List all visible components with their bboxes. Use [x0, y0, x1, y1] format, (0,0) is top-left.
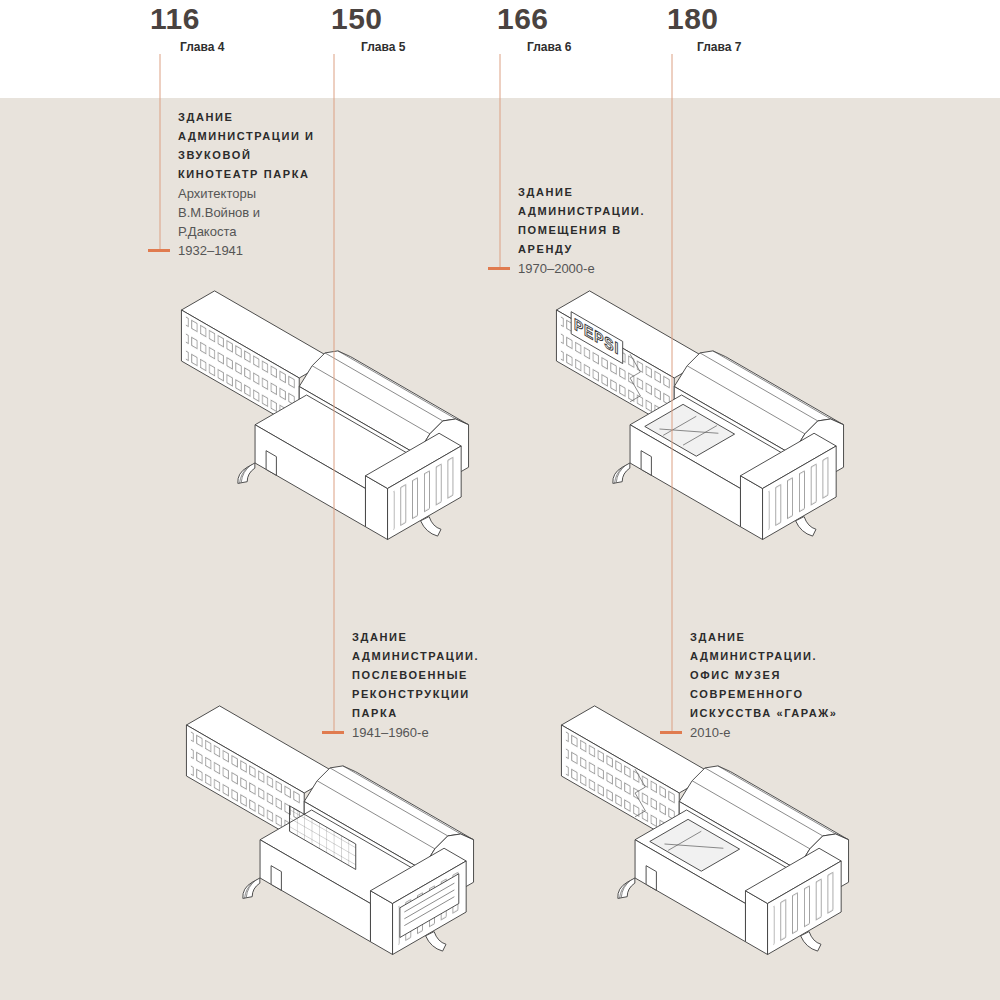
- date-marker: [488, 267, 510, 270]
- billboard: [571, 312, 623, 364]
- building-1932: [181, 291, 468, 540]
- chapter-label: Глава 4: [150, 40, 224, 54]
- timeline-entry: ЗДАНИЕ АДМИНИСТРАЦИИ. ПОСЛЕВОЕННЫЕ РЕКОН…: [344, 628, 502, 742]
- entry-heading: ЗДАНИЕ АДМИНИСТРАЦИИ. ПОМЕЩЕНИЯ В АРЕНДУ: [518, 183, 658, 259]
- building-model: [556, 291, 843, 540]
- timeline-entry: ЗДАНИЕ АДМИНИСТРАЦИИ. ПОМЕЩЕНИЯ В АРЕНДУ…: [510, 183, 658, 278]
- chapter-header: 116Глава 4: [150, 3, 224, 54]
- page-number: 116: [150, 3, 224, 35]
- chapter-header: 180Глава 7: [667, 3, 741, 54]
- building-1941: [186, 706, 473, 955]
- board: [400, 874, 459, 938]
- billboard-text: PEPSI: [574, 315, 619, 359]
- building-model: [561, 706, 848, 955]
- entry-date: 1970–2000-е: [518, 259, 658, 278]
- open-room: [645, 404, 735, 456]
- scaffold: [289, 806, 355, 870]
- building-2010: [561, 706, 848, 955]
- chapter-header: 166Глава 6: [497, 3, 571, 54]
- timeline-entry: ЗДАНИЕ АДМИНИСТРАЦИИ И ЗВУКОВОЙ КИНОТЕАТ…: [170, 108, 328, 260]
- fire-stair: [630, 354, 640, 408]
- chapter-header: 150Глава 5: [331, 3, 405, 54]
- leader-line: [334, 54, 344, 733]
- building-model: [181, 291, 468, 540]
- facade-extras: [571, 312, 640, 408]
- cutaway: [645, 404, 735, 456]
- sign-board: [400, 874, 459, 938]
- leader-line: [500, 54, 510, 269]
- cutaway: [650, 819, 740, 871]
- page-number: 166: [497, 3, 571, 35]
- leader-line: [160, 54, 170, 251]
- entry-heading: ЗДАНИЕ АДМИНИСТРАЦИИ. ОФИС МУЗЕЯ СОВРЕМЕ…: [690, 628, 860, 723]
- page-number: 180: [667, 3, 741, 35]
- entry-date: 2010-е: [690, 723, 860, 742]
- building-1970: [556, 291, 843, 540]
- entry-note: Архитекторы В.М.Войнов и Р.Дакоста: [178, 184, 278, 241]
- date-marker: [148, 249, 170, 252]
- entry-heading: ЗДАНИЕ АДМИНИСТРАЦИИ. ПОСЛЕВОЕННЫЕ РЕКОН…: [352, 628, 502, 723]
- scaffold-frame: [289, 806, 355, 870]
- date-marker: [660, 731, 682, 734]
- entry-date: 1932–1941: [178, 241, 328, 260]
- open-room: [650, 819, 740, 871]
- date-marker: [322, 731, 344, 734]
- leader-line: [672, 54, 682, 733]
- fire-stair: [635, 769, 645, 823]
- page-number: 150: [331, 3, 405, 35]
- room-fittings: [656, 411, 724, 451]
- room-fittings: [661, 827, 727, 865]
- chapter-label: Глава 5: [331, 40, 405, 54]
- chapter-label: Глава 7: [667, 40, 741, 54]
- entry-date: 1941–1960-е: [352, 723, 502, 742]
- building-model: [186, 706, 473, 955]
- entry-heading: ЗДАНИЕ АДМИНИСТРАЦИИ И ЗВУКОВОЙ КИНОТЕАТ…: [178, 108, 328, 184]
- chapter-label: Глава 6: [497, 40, 571, 54]
- timeline-entry: ЗДАНИЕ АДМИНИСТРАЦИИ. ОФИС МУЗЕЯ СОВРЕМЕ…: [682, 628, 860, 742]
- board-lines: [404, 883, 454, 926]
- facade-extras: [635, 769, 645, 823]
